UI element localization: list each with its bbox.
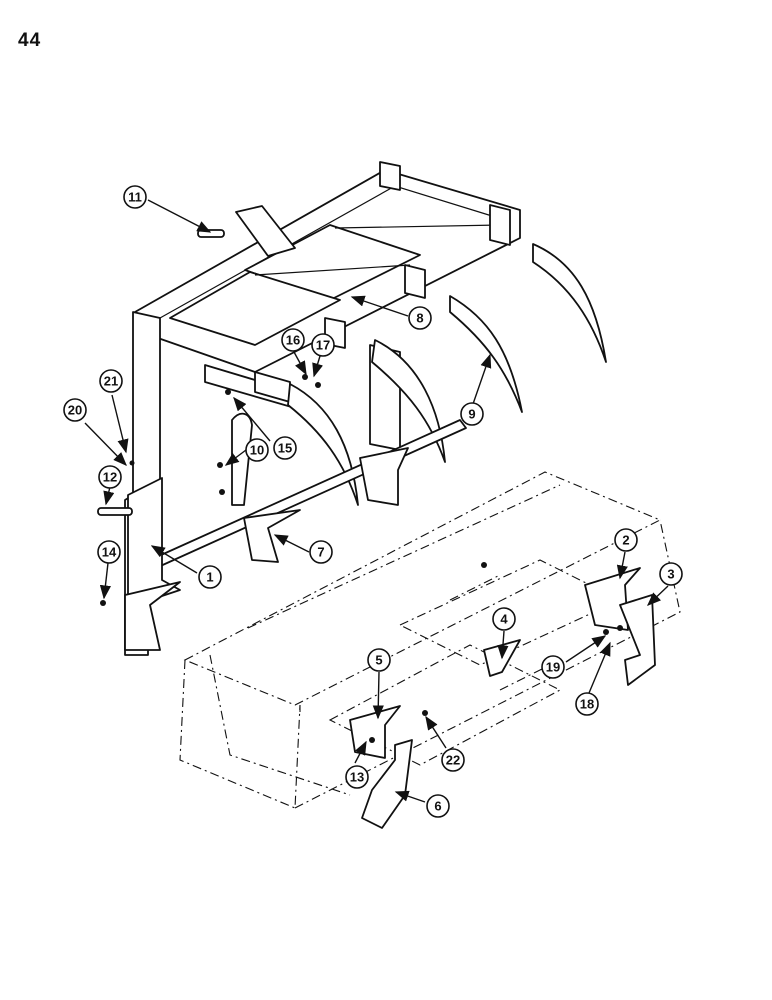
callout-7: 7: [309, 540, 333, 564]
callout-22-label: 22: [446, 753, 460, 768]
callout-9-label: 9: [468, 407, 475, 422]
callout-6-label: 6: [434, 799, 441, 814]
tines: [287, 243, 607, 506]
callout-12: 12: [98, 465, 122, 489]
callout-5: 5: [367, 648, 391, 672]
callout-10: 10: [245, 438, 269, 462]
callout-15-label: 15: [278, 441, 292, 456]
callout-4-label: 4: [500, 612, 508, 627]
callout-18: 18: [575, 692, 599, 716]
leader-lines: [84, 199, 669, 803]
callout-5-label: 5: [375, 653, 382, 668]
callout-18-label: 18: [580, 697, 594, 712]
page-number: 44: [18, 30, 42, 51]
callout-2: 2: [614, 528, 638, 552]
callout-21-label: 21: [104, 374, 118, 389]
callout-14: 14: [97, 540, 121, 564]
callout-13-label: 13: [350, 770, 364, 785]
callout-1-label: 1: [206, 570, 213, 585]
callout-16-label: 16: [286, 333, 300, 348]
shaft-assembly: [97, 229, 467, 651]
callout-7-label: 7: [317, 545, 324, 560]
callout-9: 9: [460, 402, 484, 426]
callout-6: 6: [426, 794, 450, 818]
callout-21: 21: [99, 369, 123, 393]
callout-13: 13: [345, 765, 369, 789]
callout-20-label: 20: [68, 403, 82, 418]
hardware: [100, 374, 623, 743]
callout-11: 11: [123, 185, 147, 209]
callout-10-label: 10: [250, 443, 264, 458]
callout-17: 17: [311, 333, 335, 357]
callout-17-label: 17: [316, 338, 330, 353]
callout-2-label: 2: [622, 533, 629, 548]
callout-1: 1: [198, 565, 222, 589]
callout-20: 20: [63, 398, 87, 422]
bucket-outline: [179, 471, 681, 809]
callout-3-label: 3: [667, 567, 674, 582]
callout-4: 4: [492, 607, 516, 631]
callout-8: 8: [408, 306, 432, 330]
callout-12-label: 12: [103, 470, 117, 485]
callout-16: 16: [281, 328, 305, 352]
lower-brackets: [349, 567, 656, 829]
callout-15: 15: [273, 436, 297, 460]
callout-19: 19: [541, 655, 565, 679]
callout-19-label: 19: [546, 660, 560, 675]
callout-11-label: 11: [128, 190, 142, 205]
callout-22: 22: [441, 748, 465, 772]
callout-14-label: 14: [102, 545, 117, 560]
callout-3: 3: [659, 562, 683, 586]
callout-8-label: 8: [416, 311, 423, 326]
